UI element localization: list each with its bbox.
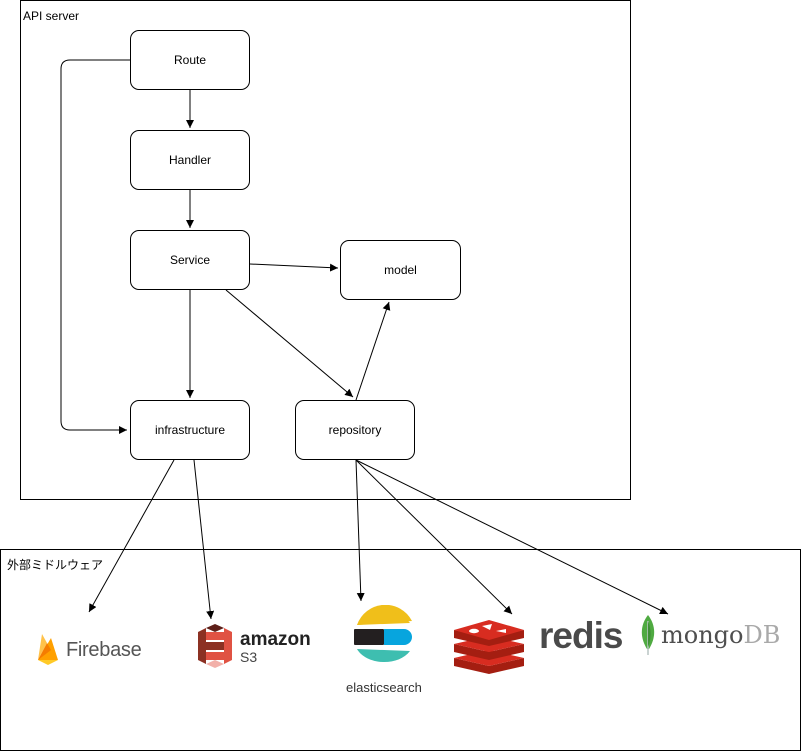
mongodb-logo: mongoDB (638, 615, 788, 657)
firebase-logo: Firebase (37, 632, 147, 668)
edge-infra-s3 (193, 459, 215, 620)
edge-repo-elasticsearch (355, 459, 365, 602)
amazon-text: amazon (240, 629, 311, 650)
edge-repository-model (355, 301, 391, 401)
elasticsearch-text: elasticsearch (346, 680, 422, 695)
elasticsearch-icon (354, 605, 412, 663)
api-server-label: API server (23, 9, 80, 23)
edge-repo-mongodb (355, 459, 669, 615)
firebase-flame-icon (38, 634, 58, 665)
middleware-label: 外部ミドルウェア (7, 558, 104, 572)
firebase-text: Firebase (66, 639, 142, 661)
redis-cubes-logo (452, 614, 526, 676)
infrastructure-node: infrastructure (130, 400, 250, 460)
mongodb-text-main: mongo (661, 621, 744, 649)
edge-repo-redis (355, 459, 513, 615)
amazon-s3-logo: amazon S3 (196, 623, 311, 669)
edge-service-repository (225, 289, 354, 398)
s3-text: S3 (240, 649, 258, 665)
redis-cubes-icon (454, 620, 524, 674)
model-node: model (340, 240, 461, 300)
route-node: Route (130, 30, 250, 90)
service-node: Service (130, 230, 250, 290)
redis-text: redis (539, 615, 623, 656)
aws-s3-bucket-icon (198, 624, 232, 668)
mongodb-text-db: DB (743, 621, 781, 649)
edge-route-infrastructure (60, 59, 130, 434)
mongodb-text: mongoDB (661, 621, 780, 649)
edge-infra-firebase (88, 459, 175, 613)
mongodb-leaf-icon (641, 615, 655, 655)
handler-node: Handler (130, 130, 250, 190)
repository-node: repository (295, 400, 415, 460)
elasticsearch-logo: elasticsearch (345, 605, 435, 697)
edge-service-model (249, 263, 339, 272)
middleware-container (0, 549, 801, 751)
